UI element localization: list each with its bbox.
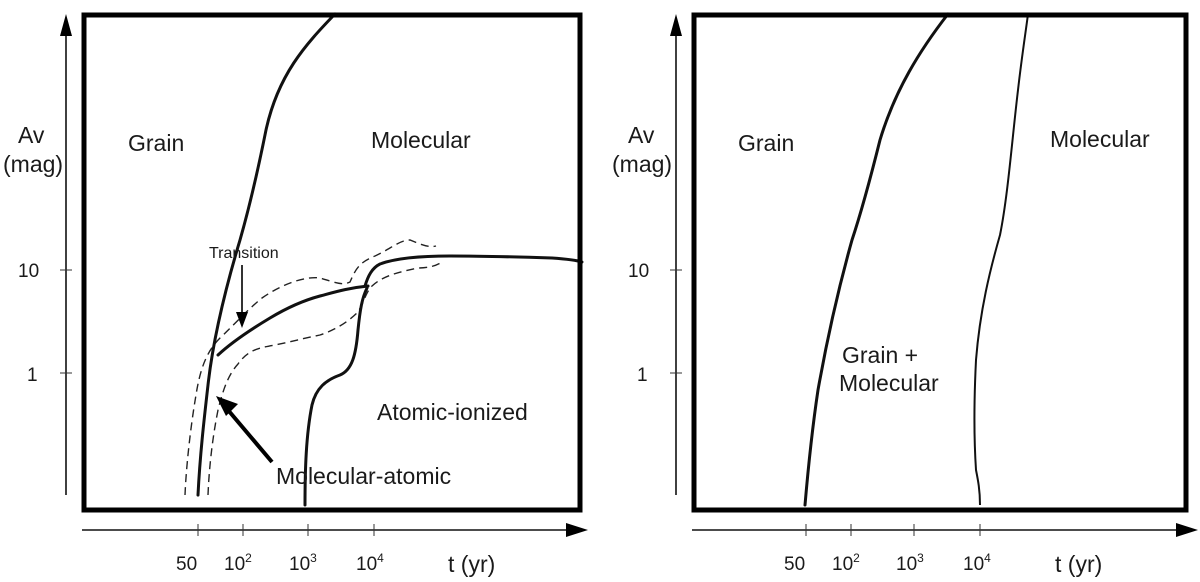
right-y-axis-label-unit: (mag) (612, 151, 672, 177)
right-panel: 10 1 Av (mag) 50 102 103 104 t (yr) Grai… (612, 12, 1198, 577)
right-x-tick-label-1e3: 103 (896, 551, 924, 575)
left-grain-boundary-curve (196, 12, 337, 497)
left-atomic-ionized-curve (303, 286, 369, 507)
left-x-tick-label-1e3: 103 (289, 551, 317, 575)
left-x-axis-arrowhead (566, 523, 588, 537)
left-x-tick-label-50: 50 (176, 554, 197, 575)
right-y-axis-arrowhead (670, 14, 682, 36)
right-x-tick-label-1e4: 104 (963, 551, 991, 575)
right-region-grain-molecular-line1: Grain + (842, 342, 918, 368)
left-region-molecular-atomic: Molecular-atomic (276, 463, 451, 489)
left-y-axis-arrowhead (60, 14, 72, 36)
left-region-molecular: Molecular (371, 127, 471, 153)
right-x-tick-label-1e2: 102 (832, 551, 860, 575)
right-grain-boundary-curve (803, 12, 950, 507)
right-x-axis-label: t (yr) (1055, 551, 1102, 577)
left-region-atomic-ionized: Atomic-ionized (377, 399, 528, 425)
left-molecular-atomic-arrow-line (226, 408, 274, 464)
left-panel: 10 1 Av (mag) 50 102 103 104 t (yr) Grai… (3, 12, 588, 577)
left-x-axis-label: t (yr) (448, 551, 495, 577)
left-transition-upper-curve (363, 254, 584, 288)
left-transition-arrowhead (236, 312, 248, 328)
left-x-tick-label-1e4: 104 (356, 551, 384, 575)
left-label-transition: Transition (209, 245, 279, 262)
right-region-grain: Grain (738, 130, 794, 156)
right-plot-frame (691, 12, 1189, 513)
right-y-tick-label-10: 10 (628, 261, 649, 282)
left-region-grain: Grain (128, 130, 184, 156)
left-y-tick-label-10: 10 (18, 261, 39, 282)
left-molecular-atomic-curve (216, 284, 370, 357)
left-molecular-atomic-arrowhead (216, 396, 238, 416)
left-y-tick-label-1: 1 (27, 365, 38, 386)
right-molecular-boundary-curve (973, 13, 1029, 506)
left-x-tick-label-1e2: 102 (224, 551, 252, 575)
left-y-axis-label-unit: (mag) (3, 151, 63, 177)
right-region-grain-molecular-line2: Molecular (839, 370, 939, 396)
left-plot-frame (81, 12, 583, 513)
left-dashed-lower-boundary (207, 261, 443, 496)
right-region-molecular: Molecular (1050, 126, 1150, 152)
left-y-axis-label-av: Av (18, 122, 45, 148)
left-dashed-upper-boundary (184, 239, 437, 496)
right-x-tick-label-50: 50 (784, 554, 805, 575)
right-y-axis-label-av: Av (628, 122, 655, 148)
right-x-axis-arrowhead (1176, 523, 1198, 537)
right-y-tick-label-1: 1 (637, 365, 648, 386)
